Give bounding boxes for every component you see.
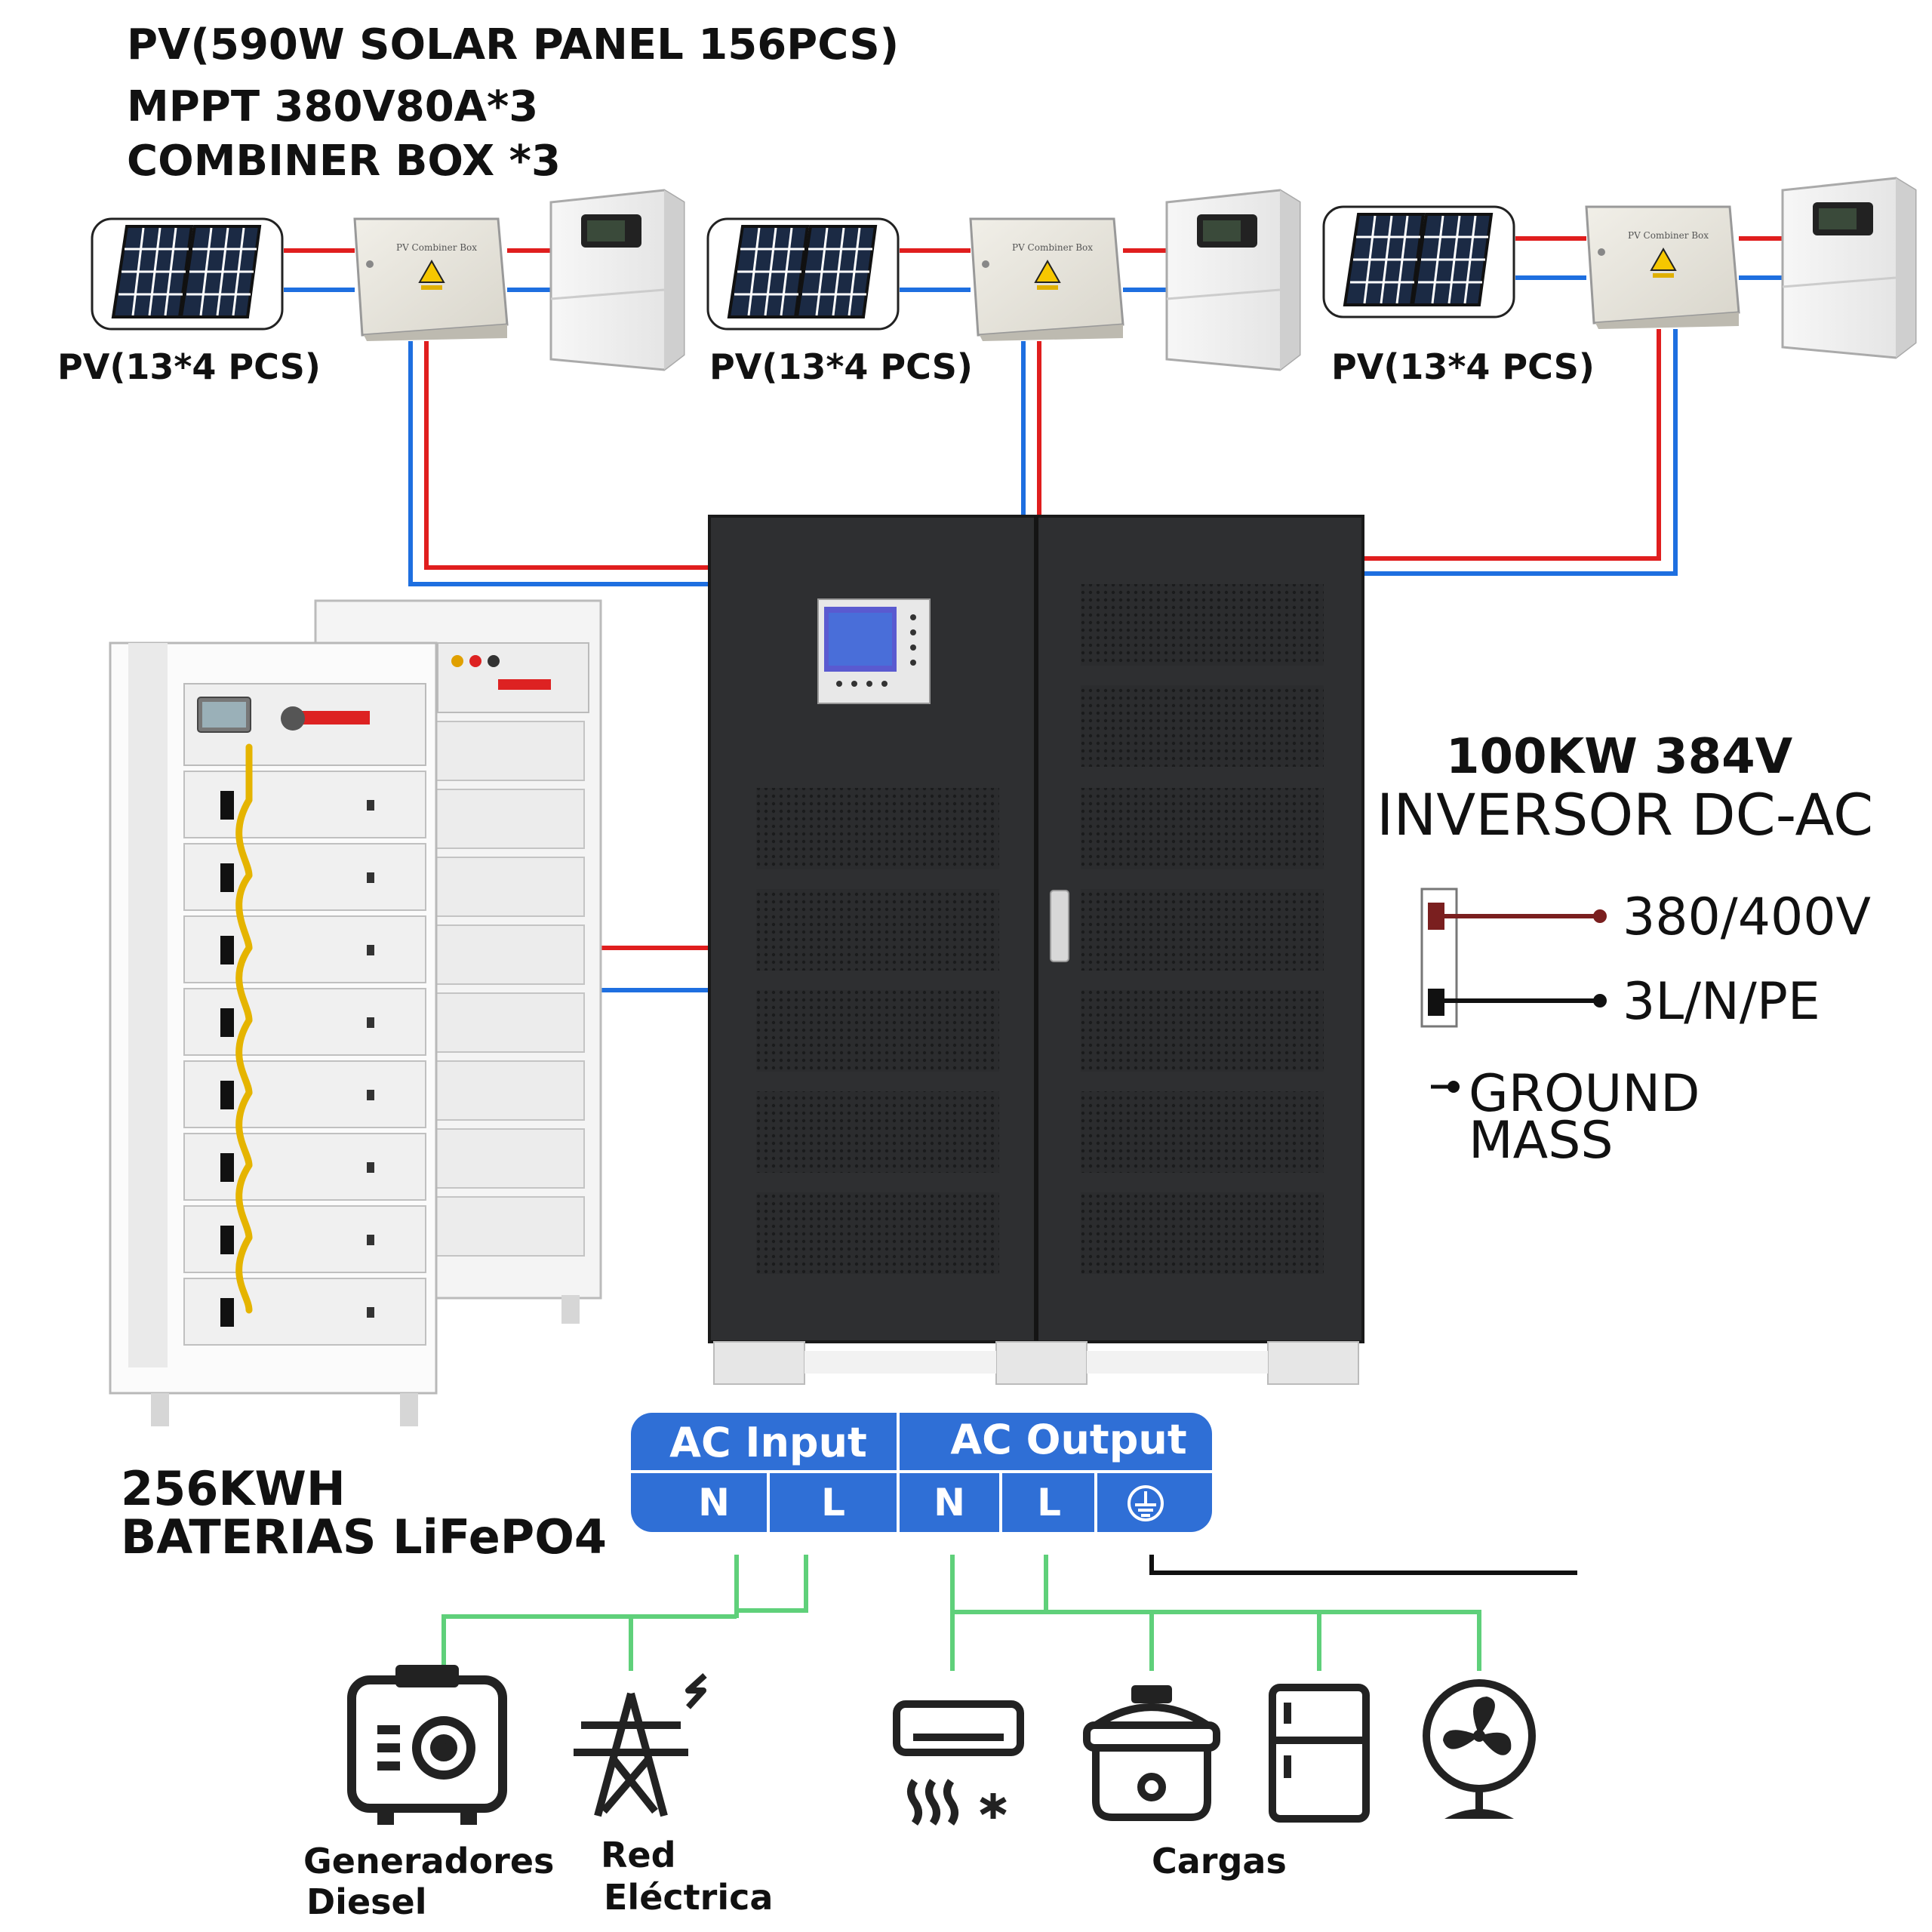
door-handle	[1050, 890, 1069, 962]
inverter-cabinet	[708, 515, 1364, 1385]
ac-wiring	[441, 1555, 1481, 1671]
mppt-controller-icon	[549, 189, 685, 371]
pv-title: PV(590W SOLAR PANEL 156PCS)	[127, 20, 899, 69]
grid-label-line1: Red	[601, 1835, 676, 1875]
pv-group-3: PV Combiner Box PV(13*4 PCS)	[1322, 177, 1917, 387]
grid-label-line2: Eléctrica	[604, 1877, 773, 1918]
pv-group-2: PV Combiner Box PV(13*4 PCS)	[706, 189, 1301, 387]
ground-marker-icon	[1431, 1081, 1460, 1093]
combiner-box-icon: PV Combiner Box	[969, 217, 1124, 341]
battery-rack-front	[109, 641, 438, 1426]
ac-input-n-terminal: N	[698, 1481, 730, 1524]
inverter-title: 100KW 384V	[1446, 729, 1793, 785]
battery-type: BATERIAS LiFePO4	[121, 1509, 607, 1564]
ac-input-l-terminal: L	[821, 1481, 845, 1524]
loads-label: Cargas	[1152, 1841, 1287, 1881]
combiner-nameplate: PV Combiner Box	[396, 242, 477, 253]
pv-string-label: PV(13*4 PCS)	[57, 346, 321, 387]
battery-capacity: 256KWH	[121, 1461, 346, 1516]
diesel-generator-icon	[347, 1665, 507, 1825]
pv-string-label: PV(13*4 PCS)	[1331, 346, 1595, 387]
ac-terminal-block	[631, 1413, 1212, 1532]
pv-string-label: PV(13*4 PCS)	[709, 346, 973, 387]
ground-wire	[1149, 1555, 1577, 1575]
ac-output-n-terminal: N	[934, 1481, 965, 1524]
solar-panel-icon	[111, 225, 262, 318]
generator-label-line2: Diesel	[306, 1881, 427, 1922]
power-grid-tower-icon	[574, 1673, 707, 1817]
combiner-label: COMBINER BOX *3	[127, 137, 561, 186]
air-conditioner-icon	[893, 1700, 1024, 1826]
refrigerator-icon	[1269, 1684, 1370, 1823]
mppt-controller-icon	[1165, 189, 1301, 371]
combiner-box-icon: PV Combiner Box	[1585, 205, 1740, 329]
ground-label: GROUND	[1469, 1064, 1700, 1124]
mppt-controller-icon	[1781, 177, 1917, 359]
pv-group-1: PV Combiner Box PV(13*4 PCS)	[57, 189, 685, 387]
solar-panel-icon	[1343, 213, 1494, 306]
ac-output-header: AC Output	[950, 1416, 1186, 1463]
output-phases: 3L/N/PE	[1623, 972, 1820, 1032]
ac-output-l-terminal: L	[1037, 1481, 1061, 1524]
combiner-box-icon: PV Combiner Box	[353, 217, 509, 341]
rice-cooker-icon	[1083, 1685, 1220, 1821]
combiner-nameplate: PV Combiner Box	[1628, 230, 1709, 241]
combiner-nameplate: PV Combiner Box	[1012, 242, 1093, 253]
mppt-label: MPPT 380V80A*3	[127, 82, 538, 131]
solar-panel-icon	[727, 225, 878, 318]
fan-icon	[1423, 1679, 1536, 1819]
mass-label: MASS	[1469, 1111, 1614, 1171]
inverter-subtitle: INVERSOR DC-AC	[1377, 781, 1873, 848]
dc-wiring	[408, 329, 1678, 992]
ac-output-connector-icon	[1420, 888, 1607, 1028]
ac-input-header: AC Input	[669, 1419, 867, 1466]
output-voltage: 380/400V	[1623, 888, 1871, 947]
ground-terminal-icon	[1128, 1485, 1164, 1521]
generator-label-line1: Generadores	[303, 1841, 554, 1881]
